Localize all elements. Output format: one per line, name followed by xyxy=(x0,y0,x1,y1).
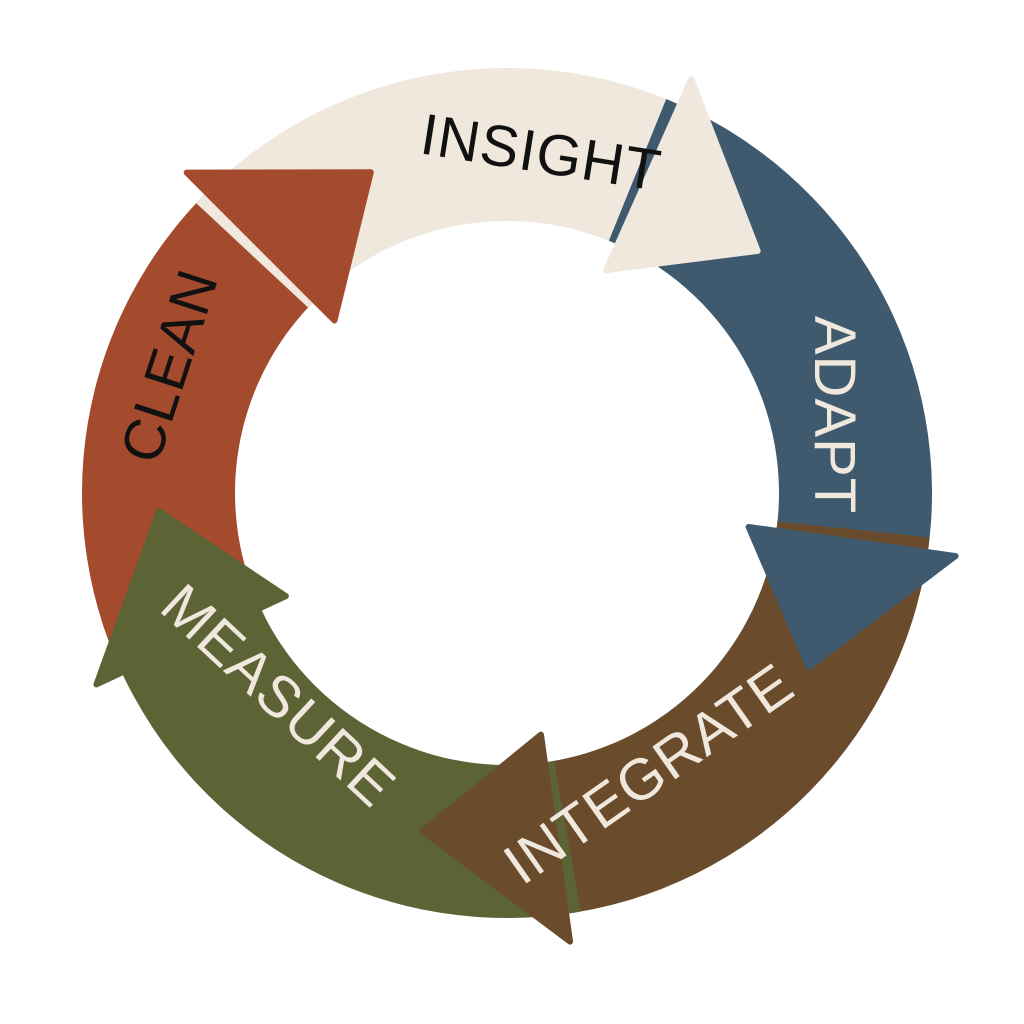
arrow-head-measure xyxy=(93,508,289,688)
arrow-head-clean xyxy=(183,169,374,324)
arrow-head-insight xyxy=(603,76,761,274)
step-label-adapt: ADAPT xyxy=(802,316,867,514)
arrow-head-adapt xyxy=(745,523,959,671)
arrow-head-integrate xyxy=(419,731,574,945)
arrow-heads xyxy=(93,76,959,945)
